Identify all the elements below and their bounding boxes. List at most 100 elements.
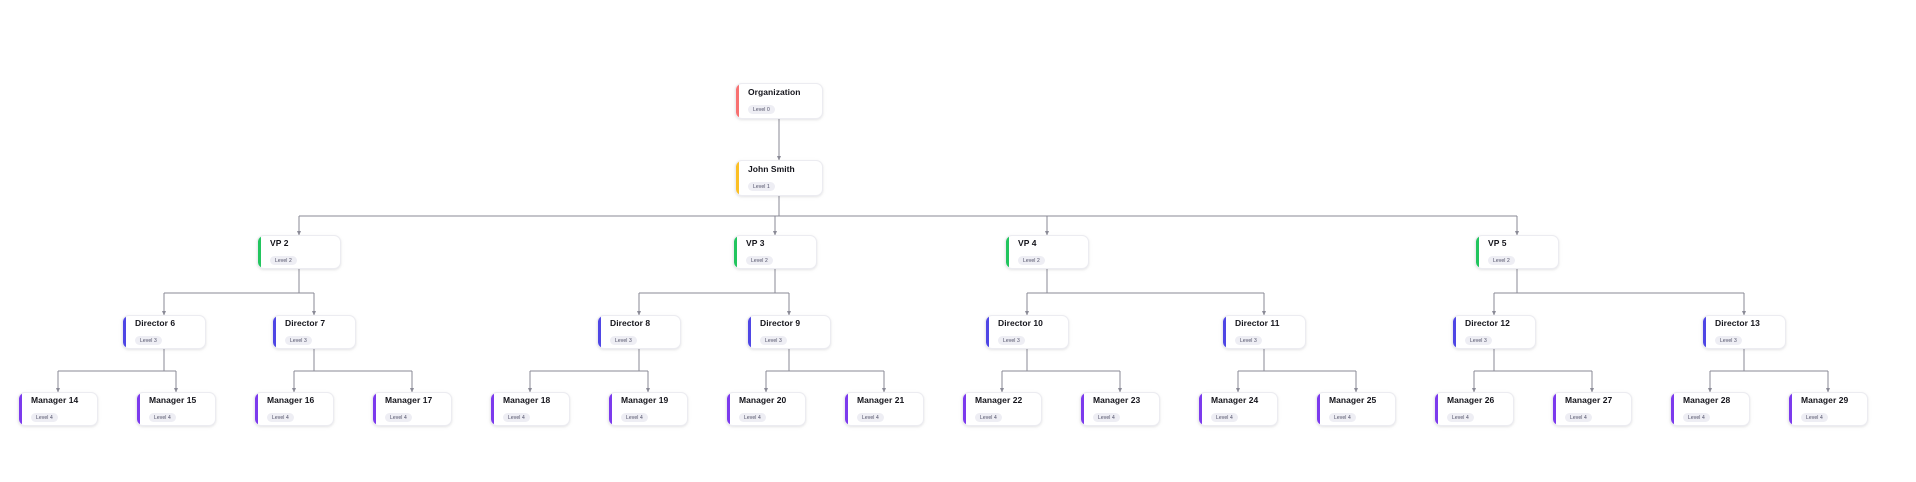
node-title: Director 9: [760, 317, 801, 328]
node-level-badge: Level 4: [857, 413, 884, 422]
node-accent-bar: [137, 393, 140, 425]
node-accent-bar: [1435, 393, 1438, 425]
org-node-manager-14[interactable]: Manager 14 Level 4: [18, 392, 98, 426]
node-accent-bar: [491, 393, 494, 425]
org-node-director-11[interactable]: Director 11 Level 3: [1222, 315, 1306, 349]
org-node-manager-21[interactable]: Manager 21 Level 4: [844, 392, 924, 426]
org-node-manager-24[interactable]: Manager 24 Level 4: [1198, 392, 1278, 426]
node-level-badge: Level 4: [31, 413, 58, 422]
org-node-director-9[interactable]: Director 9 Level 3: [747, 315, 831, 349]
node-title: Manager 18: [503, 394, 551, 405]
node-accent-bar: [609, 393, 612, 425]
node-title: Manager 23: [1093, 394, 1141, 405]
org-node-director-13[interactable]: Director 13 Level 3: [1702, 315, 1786, 349]
node-level-badge: Level 1: [748, 182, 775, 191]
node-level-badge: Level 3: [998, 336, 1025, 345]
node-title: Director 7: [285, 317, 326, 328]
node-accent-bar: [1553, 393, 1556, 425]
node-title: Director 13: [1715, 317, 1760, 328]
node-title: Manager 24: [1211, 394, 1259, 405]
node-accent-bar: [373, 393, 376, 425]
node-title: Manager 19: [621, 394, 669, 405]
node-body: Director 9 Level 3: [748, 318, 830, 347]
node-level-badge: Level 4: [1211, 413, 1238, 422]
org-node-director-7[interactable]: Director 7 Level 3: [272, 315, 356, 349]
node-title: VP 4: [1018, 237, 1037, 248]
node-body: VP 5 Level 2: [1476, 238, 1558, 267]
node-title: John Smith: [748, 163, 795, 174]
node-title: VP 5: [1488, 237, 1507, 248]
node-level-badge: Level 4: [267, 413, 294, 422]
node-title: Manager 20: [739, 394, 787, 405]
node-level-badge: Level 3: [1235, 336, 1262, 345]
org-node-director-12[interactable]: Director 12 Level 3: [1452, 315, 1536, 349]
node-level-badge: Level 2: [1488, 256, 1515, 265]
node-level-badge: Level 4: [1093, 413, 1120, 422]
node-body: Manager 21 Level 4: [845, 395, 923, 424]
node-accent-bar: [986, 316, 989, 348]
node-title: Manager 25: [1329, 394, 1377, 405]
node-title: Manager 21: [857, 394, 905, 405]
node-body: Manager 24 Level 4: [1199, 395, 1277, 424]
node-accent-bar: [255, 393, 258, 425]
node-level-badge: Level 3: [1715, 336, 1742, 345]
node-level-badge: Level 3: [285, 336, 312, 345]
node-accent-bar: [1006, 236, 1009, 268]
node-title: Director 6: [135, 317, 176, 328]
node-level-badge: Level 4: [1683, 413, 1710, 422]
node-title: Director 11: [1235, 317, 1280, 328]
node-title: Manager 27: [1565, 394, 1613, 405]
node-accent-bar: [1081, 393, 1084, 425]
node-title: Manager 15: [149, 394, 197, 405]
node-accent-bar: [123, 316, 126, 348]
node-accent-bar: [727, 393, 730, 425]
node-accent-bar: [734, 236, 737, 268]
node-body: Director 12 Level 3: [1453, 318, 1535, 347]
node-title: Director 8: [610, 317, 651, 328]
node-accent-bar: [963, 393, 966, 425]
org-node-manager-23[interactable]: Manager 23 Level 4: [1080, 392, 1160, 426]
node-level-badge: Level 3: [760, 336, 787, 345]
node-title: Manager 29: [1801, 394, 1849, 405]
node-accent-bar: [258, 236, 261, 268]
org-node-vp-5[interactable]: VP 5 Level 2: [1475, 235, 1559, 269]
node-level-badge: Level 4: [975, 413, 1002, 422]
node-title: Manager 14: [31, 394, 79, 405]
node-title: Organization: [748, 86, 801, 97]
node-title: Director 12: [1465, 317, 1510, 328]
node-accent-bar: [736, 84, 739, 118]
node-level-badge: Level 3: [1465, 336, 1492, 345]
node-level-badge: Level 4: [385, 413, 412, 422]
